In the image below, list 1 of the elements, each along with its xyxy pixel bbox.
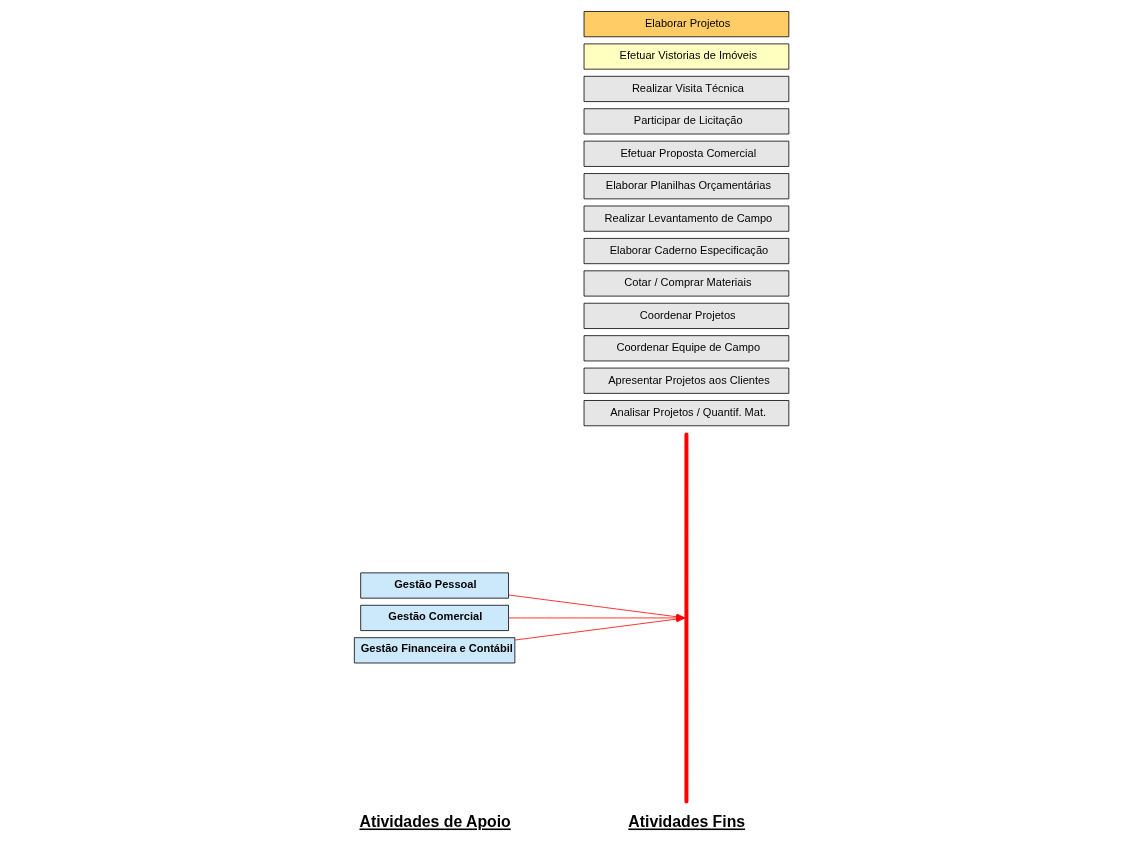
label: Atividades de Apoio bbox=[359, 813, 511, 831]
